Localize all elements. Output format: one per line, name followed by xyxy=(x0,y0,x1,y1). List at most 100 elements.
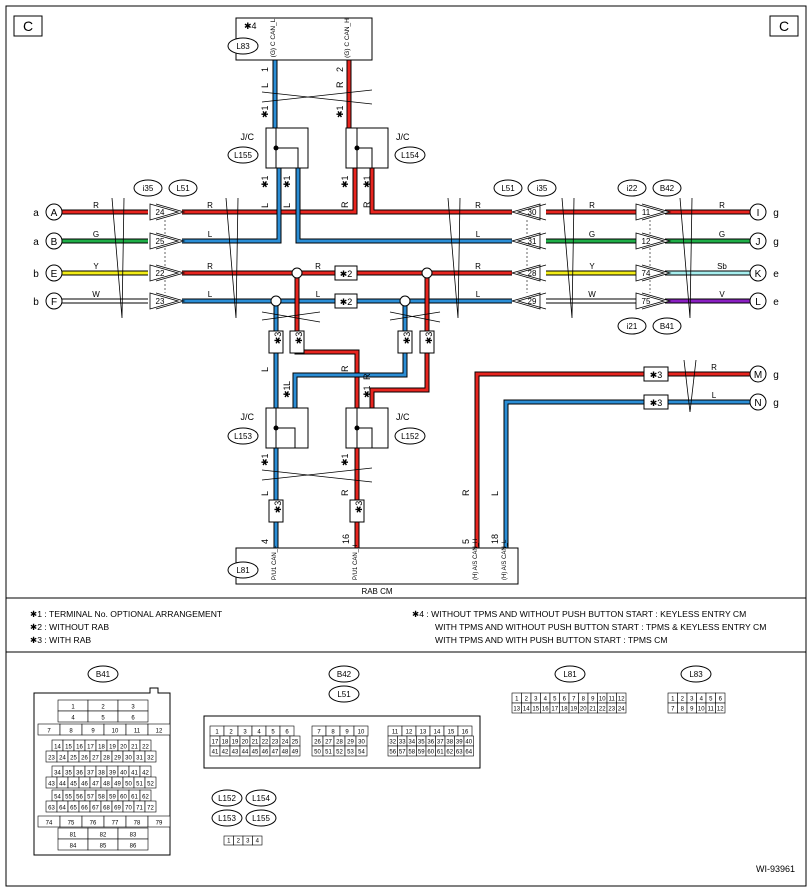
terminal-circle xyxy=(45,264,63,282)
pin-cell: 4 xyxy=(257,730,261,736)
pin-cell: 21 xyxy=(252,740,259,746)
pin-cell: 29 xyxy=(347,740,354,746)
pin-cell: 9 xyxy=(345,730,349,736)
twisted-pair-markers xyxy=(111,89,697,483)
terminal-letter: L xyxy=(755,297,761,308)
terminal-circle xyxy=(749,203,767,221)
wire-color: Y xyxy=(589,262,595,271)
pin-cell: 4 xyxy=(544,697,548,703)
wire-color: R xyxy=(93,201,99,210)
pin-cell: 52 xyxy=(336,750,343,756)
pin-cell: 8 xyxy=(582,697,586,703)
row-right-letter: g xyxy=(773,370,779,381)
pin-cell: 4 xyxy=(256,839,260,845)
svg-text:J/C: J/C xyxy=(396,132,410,142)
wire-color: R xyxy=(589,201,595,210)
pin-cell: 62 xyxy=(446,750,453,756)
wire-color: L xyxy=(476,290,481,299)
svg-text:L155: L155 xyxy=(234,151,252,160)
wire-label: L xyxy=(282,381,292,386)
pin-number: 28 xyxy=(528,269,537,278)
wire-color: L xyxy=(316,290,321,299)
pin-cell: 64 xyxy=(59,806,66,812)
jc-l152: J/C L152 xyxy=(345,407,426,449)
pin-cell: 51 xyxy=(136,782,143,788)
pin-number: 75 xyxy=(642,297,651,306)
wire-color: R xyxy=(315,262,321,271)
pin-cell: 4 xyxy=(700,697,704,703)
pin-cell: 39 xyxy=(109,771,116,777)
pin-cell: 7 xyxy=(47,729,51,735)
ref-l51-view: L51 xyxy=(337,690,351,699)
pin-cell: 12 xyxy=(618,697,625,703)
pin-cell: 32 xyxy=(147,756,154,762)
pin-cell: 14 xyxy=(54,745,61,751)
corner-label-right xyxy=(769,15,799,37)
pin-cell: 47 xyxy=(272,750,279,756)
pin-cell: 63 xyxy=(456,750,463,756)
wire-color: Y xyxy=(93,262,99,271)
ref-i35: i35 xyxy=(143,184,154,193)
svg-text:J/C: J/C xyxy=(396,412,410,422)
pin-cell: 44 xyxy=(242,750,249,756)
pin-number: 23 xyxy=(156,297,165,306)
pin-cell: 23 xyxy=(608,707,615,713)
pin-cell: 66 xyxy=(81,806,88,812)
top-pin2-num: 2 xyxy=(335,67,345,72)
connector-symbol xyxy=(149,203,186,221)
wire-red-row-a xyxy=(62,165,357,214)
pin-cell: 23 xyxy=(272,740,279,746)
connector-symbol xyxy=(635,203,672,221)
row-right-letter: g xyxy=(773,398,779,409)
pin-cell: 12 xyxy=(406,730,413,736)
pin-cell: 65 xyxy=(70,806,77,812)
ref-jc-view: L154 xyxy=(252,794,270,803)
pin-cell: 20 xyxy=(580,707,587,713)
svg-text:J/C: J/C xyxy=(241,412,255,422)
connector-symbol xyxy=(635,232,672,250)
pin-cell: 19 xyxy=(232,740,239,746)
ref-oval xyxy=(680,665,712,683)
row-left-letter: b xyxy=(33,269,39,280)
ref-l81: L81 xyxy=(236,566,250,575)
pin-cell: 12 xyxy=(156,729,163,735)
ref-l51: L51 xyxy=(501,184,515,193)
wire-color: L xyxy=(208,290,213,299)
svg-text:✱3: ✱3 xyxy=(424,332,434,345)
svg-text:✱3: ✱3 xyxy=(354,501,364,514)
row-right-letter: g xyxy=(773,237,779,248)
pin-cell: 8 xyxy=(69,729,73,735)
ref-i35: i35 xyxy=(537,184,548,193)
wire-blue-drop-right xyxy=(293,301,407,420)
pin-cell: 32 xyxy=(389,740,396,746)
pin-number: 31 xyxy=(528,237,537,246)
pin-cell: 50 xyxy=(314,750,321,756)
rab-pin-5: 5 xyxy=(461,539,471,544)
terminal-letter: I xyxy=(757,208,760,219)
wire-label: L xyxy=(260,83,270,88)
pin-cell: 8 xyxy=(331,730,335,736)
pin-cell: 18 xyxy=(561,707,568,713)
pin-cell: 54 xyxy=(54,795,61,801)
ref-l81-view: L81 xyxy=(563,670,577,679)
ref-oval-l81 xyxy=(227,561,259,579)
row-right-letter: g xyxy=(773,208,779,219)
ref-oval xyxy=(554,665,586,683)
pin-cell: 15 xyxy=(448,730,455,736)
star-label: ✱1 xyxy=(340,453,350,466)
pin-cell: 19 xyxy=(109,745,116,751)
wire-color: L xyxy=(476,230,481,239)
dashed-leader-lines xyxy=(164,220,651,293)
pin-cell: 72 xyxy=(147,806,154,812)
pin-cell: 39 xyxy=(456,740,463,746)
terminal-letter: B xyxy=(51,237,58,248)
pin-cell: 25 xyxy=(70,756,77,762)
wire-color: G xyxy=(719,230,725,239)
ref-l83: L83 xyxy=(236,42,250,51)
